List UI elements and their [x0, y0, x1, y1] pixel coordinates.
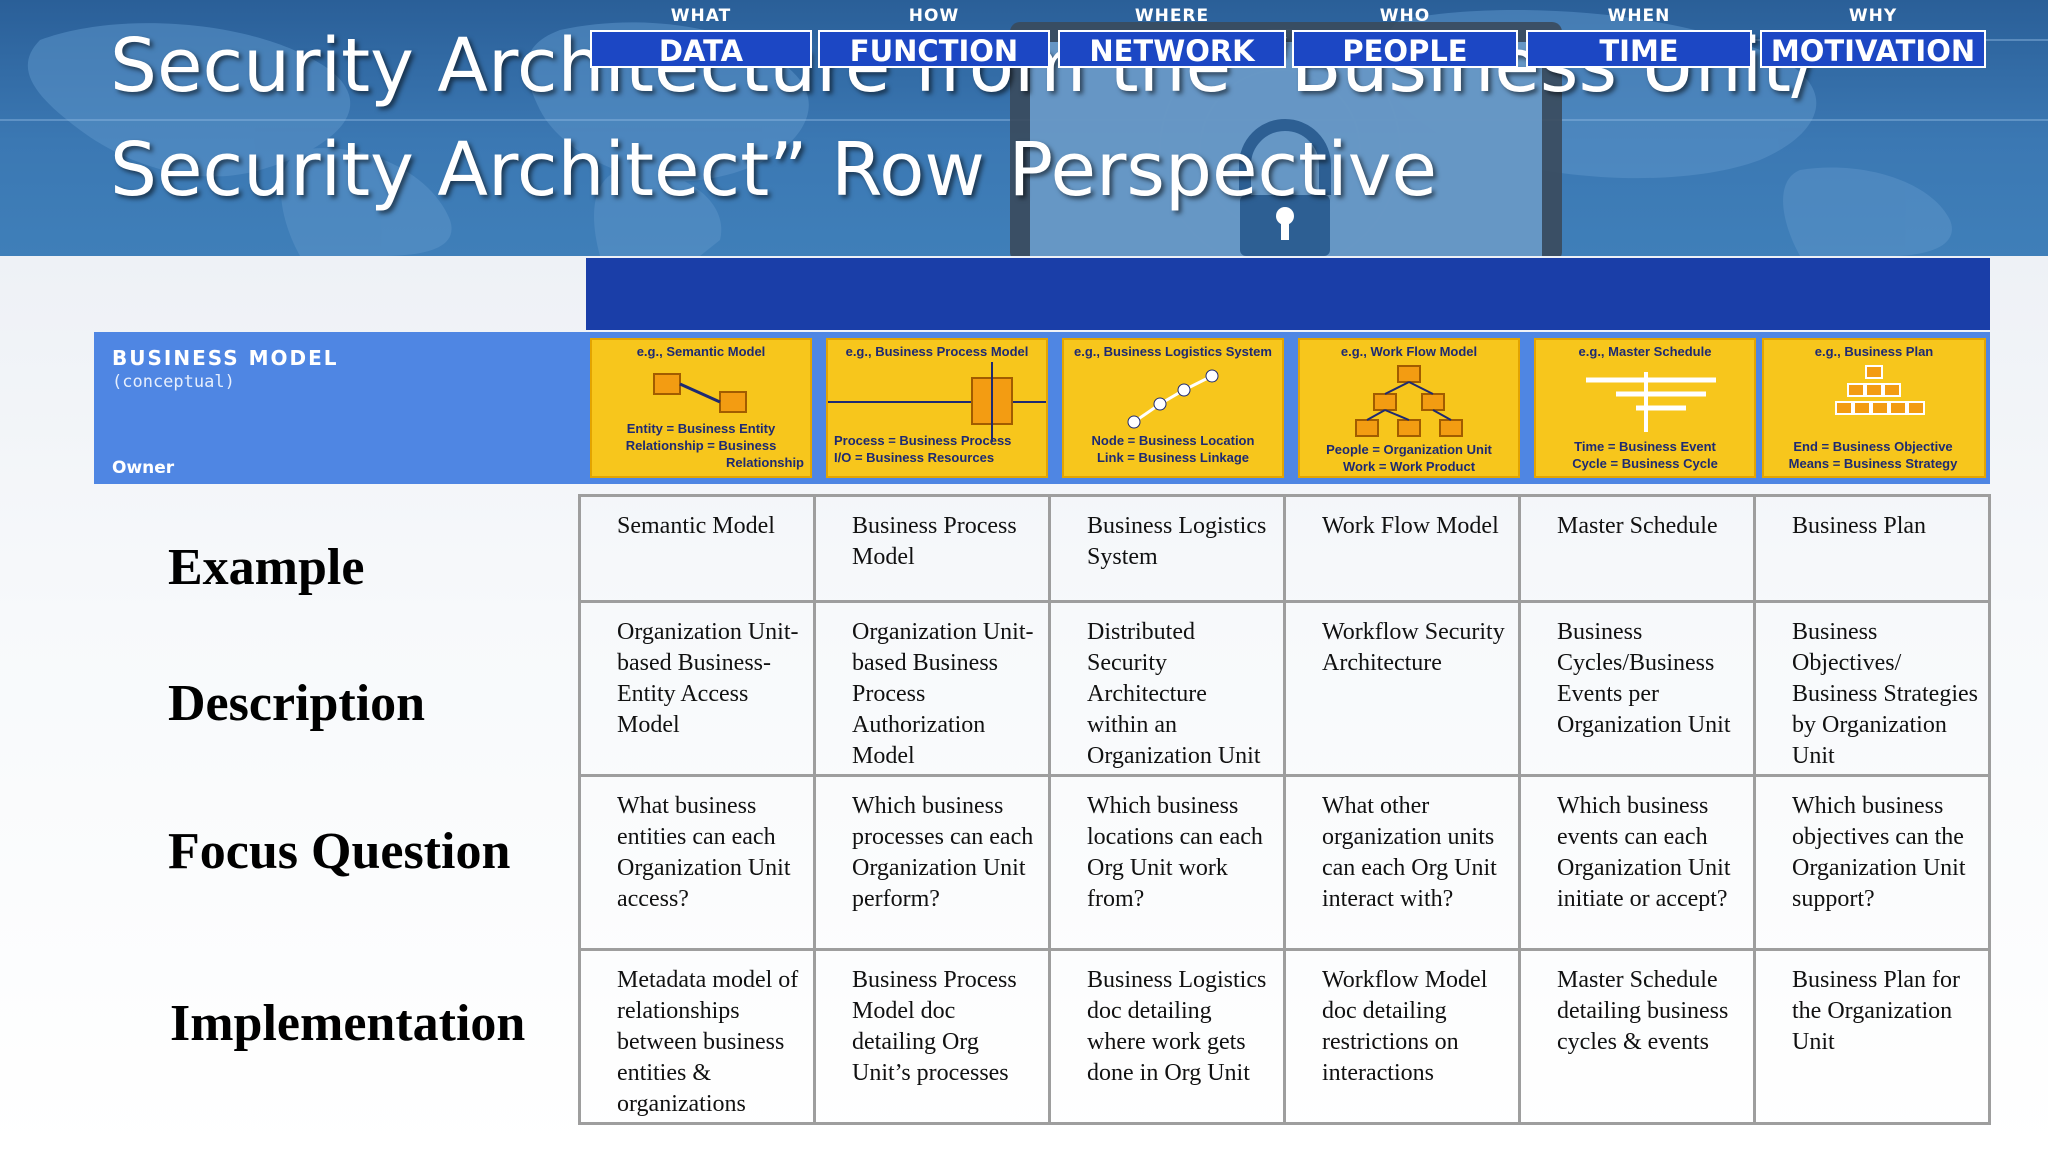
zachman-question-what: WHAT	[670, 6, 732, 26]
table-cell: Business Process Model	[813, 494, 1051, 603]
semantic-model-icon	[653, 373, 747, 413]
zachman-question-who: WHO	[1379, 6, 1431, 26]
zachman-cell-motivation: e.g., Business Plan End = Business Objec…	[1762, 338, 1986, 478]
table-cell: Workflow Model doc detailing restriction…	[1283, 948, 1521, 1125]
table-cell: Business Plan	[1753, 494, 1991, 603]
cell-desc-1: Entity = Business Entity	[626, 421, 776, 436]
row-label-focus-question: Focus Question	[168, 823, 511, 880]
table-cell: Metadata model of relationships between …	[578, 948, 816, 1125]
cell-desc-1: Node = Business Location	[1091, 433, 1255, 448]
table-cell: Master Schedule	[1518, 494, 1756, 603]
table-cell: Which business objectives can the Organi…	[1753, 774, 1991, 951]
cell-desc-2: I/O = Business Resources	[834, 450, 995, 465]
table-row-focus-question: What business entities can each Organiza…	[578, 774, 1991, 951]
table-cell: Which business events can each Organizat…	[1518, 774, 1756, 951]
cell-desc-1: Process = Business Process	[834, 433, 1012, 448]
business-model-subtitle: (conceptual)	[112, 372, 235, 392]
table-cell: Business Cycles/Business Events per Orga…	[1518, 600, 1756, 777]
cell-desc-1: People = Organization Unit	[1326, 442, 1492, 457]
table-cell: Organization Unit-based Business Process…	[813, 600, 1051, 777]
zachman-label-data: DATA	[590, 30, 812, 68]
row-label-example: Example	[168, 539, 365, 596]
cell-desc-1: End = Business Objective	[1793, 439, 1953, 454]
cell-example: e.g., Master Schedule	[1578, 344, 1712, 359]
zachman-cell-data: e.g., Semantic Model Entity = Business E…	[590, 338, 812, 478]
table-cell: What business entities can each Organiza…	[578, 774, 816, 951]
business-plan-icon	[1835, 365, 1925, 415]
cell-desc-2: Relationship = Business	[625, 438, 777, 453]
cell-example: e.g., Business Process Model	[845, 344, 1029, 359]
page-title-line-2: Security Architect” Row Perspective	[110, 127, 1438, 213]
padlock-icon	[1239, 119, 1331, 256]
zachman-cell-people: e.g., Work Flow Model People = Organizat…	[1298, 338, 1520, 478]
zachman-label-network: NETWORK	[1058, 30, 1286, 68]
zachman-label-time: TIME	[1526, 30, 1752, 68]
zachman-question-how: HOW	[908, 6, 960, 26]
table-cell: Business Plan for the Organization Unit	[1753, 948, 1991, 1125]
cell-desc-1: Time = Business Event	[1574, 439, 1716, 454]
table-cell: What other organization units can each O…	[1283, 774, 1521, 951]
zachman-question-why: WHY	[1848, 6, 1898, 26]
table-row-implementation: Metadata model of relationships between …	[578, 948, 1991, 1125]
row-label-description: Description	[168, 675, 426, 732]
table-cell: Workflow Security Architecture	[1283, 600, 1521, 777]
zachman-label-people: PEOPLE	[1292, 30, 1518, 68]
cell-desc-2: Cycle = Business Cycle	[1572, 456, 1718, 471]
table-cell: Business Logistics doc detailing where w…	[1048, 948, 1286, 1125]
table-cell: Work Flow Model	[1283, 494, 1521, 603]
cell-example: e.g., Business Plan	[1814, 344, 1934, 359]
zachman-cell-function: e.g., Business Process Model Process = B…	[826, 338, 1048, 478]
process-model-icon	[828, 362, 1046, 442]
zachman-cell-time: e.g., Master Schedule Time = Business Ev…	[1534, 338, 1756, 478]
work-flow-icon	[1355, 365, 1463, 437]
business-model-title: BUSINESS MODEL	[112, 346, 339, 370]
business-model-owner: Owner	[112, 458, 175, 478]
logistics-network-icon	[1127, 369, 1219, 429]
cell-desc-2: Means = Business Strategy	[1788, 456, 1958, 471]
table-cell: Distributed Security Architecture within…	[1048, 600, 1286, 777]
table-cell: Business Logistics System	[1048, 494, 1286, 603]
table-row-description: Organization Unit-based Business-Entity …	[578, 600, 1991, 777]
master-schedule-icon	[1586, 372, 1716, 432]
table-cell: Which business processes can each Organi…	[813, 774, 1051, 951]
cell-desc-2: Work = Work Product	[1342, 459, 1476, 474]
zachman-question-where: WHERE	[1134, 6, 1210, 26]
table-cell: Semantic Model	[578, 494, 816, 603]
zachman-cell-network: e.g., Business Logistics System Node = B…	[1062, 338, 1284, 478]
table-cell: Which business locations can each Org Un…	[1048, 774, 1286, 951]
zachman-label-function: FUNCTION	[818, 30, 1050, 68]
zachman-question-when: WHEN	[1607, 6, 1671, 26]
row-label-implementation: Implementation	[170, 995, 526, 1052]
table-cell: Business Objectives/ Business Strategies…	[1753, 600, 1991, 777]
zachman-column-header	[586, 258, 1990, 330]
cell-example: e.g., Business Logistics System	[1074, 344, 1272, 359]
table-cell: Organization Unit-based Business-Entity …	[578, 600, 816, 777]
table-cell: Master Schedule detailing business cycle…	[1518, 948, 1756, 1125]
table-cell: Business Process Model doc detailing Org…	[813, 948, 1051, 1125]
cell-desc-3: Relationship	[725, 455, 804, 470]
cell-example: e.g., Work Flow Model	[1340, 344, 1478, 359]
cell-desc-2: Link = Business Linkage	[1096, 450, 1250, 465]
zachman-label-motivation: MOTIVATION	[1760, 30, 1986, 68]
cell-example: e.g., Semantic Model	[636, 344, 766, 359]
